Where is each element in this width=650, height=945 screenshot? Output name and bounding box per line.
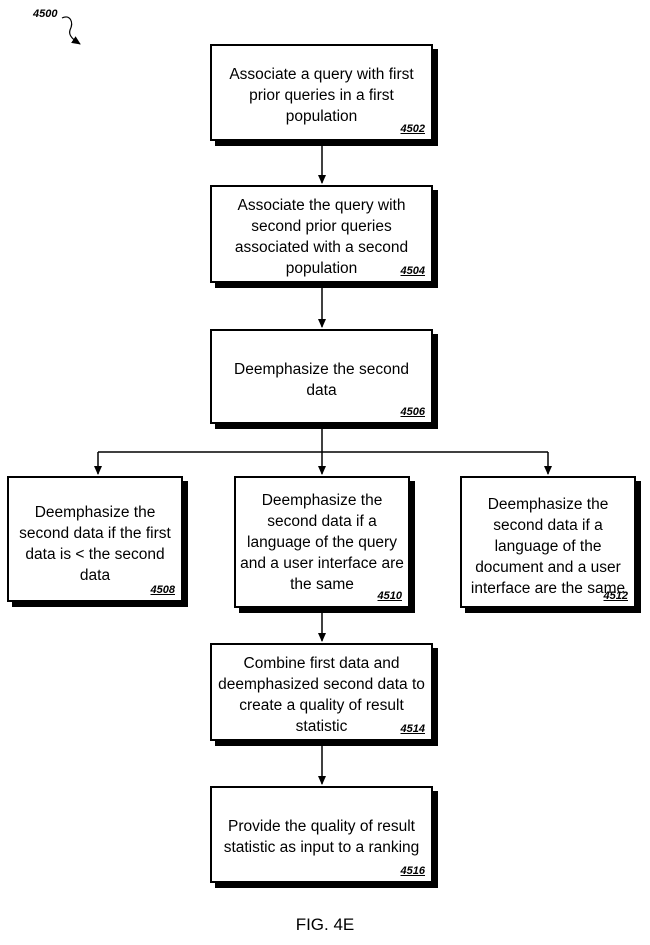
step-box-4502: Associate a query with first prior queri…: [210, 44, 433, 141]
step-ref: 4504: [400, 265, 425, 277]
step-box-4512: Deemphasize the second data if a languag…: [460, 476, 636, 608]
step-box-4508: Deemphasize the second data if the first…: [7, 476, 183, 602]
step-box-4514: Combine first data and deemphasized seco…: [210, 643, 433, 741]
figure-caption: FIG. 4E: [295, 915, 355, 934]
step-text: Associate the query with second prior qu…: [234, 197, 409, 277]
figure-reference-number: 4500: [33, 8, 58, 20]
step-text: Combine first data and deemphasized seco…: [218, 655, 425, 735]
step-box-4506: Deemphasize the second data 4506: [210, 329, 433, 424]
step-box-4516: Provide the quality of result statistic …: [210, 786, 433, 883]
step-text: Deemphasize the second data if a languag…: [240, 492, 404, 593]
figure-ref-arrow: [61, 16, 81, 45]
step-ref: 4512: [603, 590, 628, 602]
step-ref: 4510: [377, 590, 402, 602]
step-box-4504: Associate the query with second prior qu…: [210, 185, 433, 283]
step-ref: 4514: [400, 723, 425, 735]
step-text: Provide the quality of result statistic …: [223, 818, 420, 856]
step-text: Deemphasize the second data if a languag…: [470, 496, 626, 597]
step-ref: 4516: [400, 865, 425, 877]
step-ref: 4506: [400, 406, 425, 418]
step-text: Associate a query with first prior queri…: [229, 66, 414, 125]
step-ref: 4508: [150, 584, 175, 596]
step-text: Deemphasize the second data if the first…: [19, 504, 171, 584]
step-box-4510: Deemphasize the second data if a languag…: [234, 476, 410, 608]
step-text: Deemphasize the second data: [234, 361, 409, 399]
step-ref: 4502: [400, 123, 425, 135]
